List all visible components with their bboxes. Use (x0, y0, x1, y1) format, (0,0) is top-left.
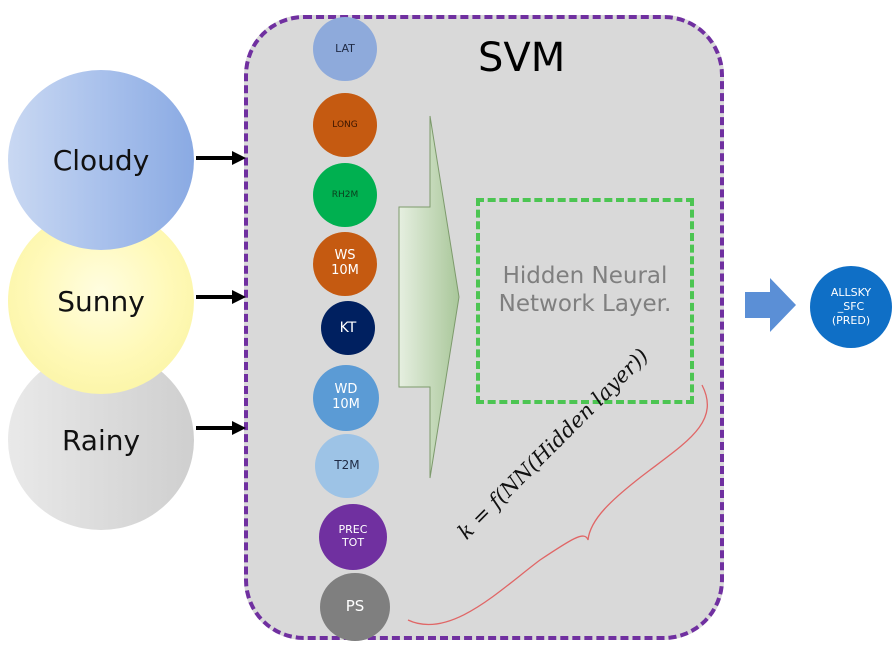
output-line2: _SFC (837, 299, 865, 313)
hidden-layer-label: Hidden Neural Network Layer. (478, 262, 692, 318)
curly-brace (407, 384, 708, 626)
feature-long: LONG (313, 93, 377, 157)
feature-kt: KT (321, 301, 375, 355)
feature-label: LAT (335, 41, 355, 55)
feature-label-line1: PREC (338, 523, 368, 537)
feature-rh2m: RH2M (313, 163, 377, 227)
output-line3: (PRED) (831, 314, 871, 328)
feature-label-line1: WS (334, 248, 356, 264)
hidden-layer-line1: Hidden Neural (502, 263, 668, 289)
feature-label: T2M (334, 458, 360, 473)
weather-input-cloudy: Cloudy (8, 70, 194, 250)
arrow-cloudy-to-svm (196, 151, 246, 165)
output-prediction-node: ALLSKY _SFC (PRED) (810, 266, 892, 348)
weather-label: Rainy (61, 423, 141, 457)
feature-label-line2: TOT (341, 536, 365, 549)
feature-t2m: T2M (315, 434, 379, 498)
green-block-arrow (398, 115, 460, 479)
feature-ps: PS (320, 573, 390, 641)
feature-label: KT (339, 319, 357, 336)
feature-lat: LAT (313, 17, 377, 81)
hidden-layer-line2: Network Layer. (498, 291, 672, 318)
output-line1: ALLSKY (830, 285, 872, 299)
arrow-rainy-to-svm (196, 421, 246, 435)
feature-label-line2: 10M (332, 397, 360, 412)
feature-label: RH2M (331, 189, 359, 200)
weather-label: Sunny (57, 284, 145, 318)
weather-label: Cloudy (52, 143, 150, 177)
feature-label: LONG (332, 119, 358, 130)
output-arrow (745, 278, 796, 332)
feature-label-line1: WD (334, 382, 358, 398)
svm-title: SVM (478, 35, 566, 81)
feature-label-line2: 10M (331, 263, 359, 278)
arrow-sunny-to-svm (196, 290, 246, 304)
hidden-layer-box (476, 198, 694, 404)
feature-label: PS (345, 597, 365, 616)
